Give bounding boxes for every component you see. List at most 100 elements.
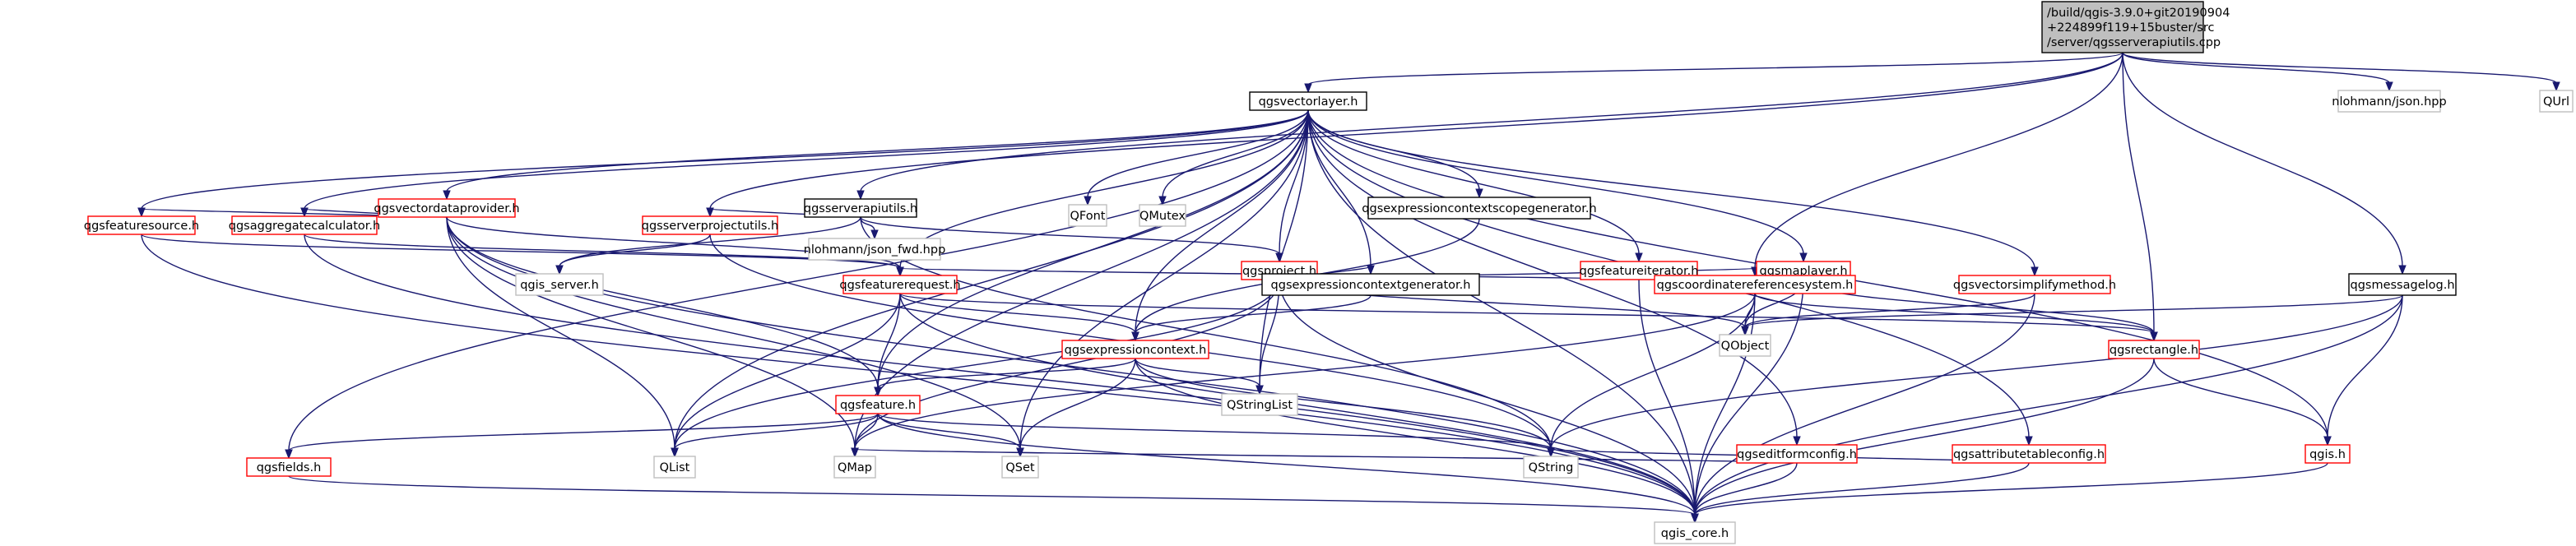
edge-line xyxy=(288,109,1309,451)
arrowhead-icon xyxy=(870,229,879,240)
node-box xyxy=(1068,204,1107,227)
edge-line xyxy=(1550,294,2403,450)
node-qfont: QFont xyxy=(1068,204,1107,227)
node-box xyxy=(246,457,332,477)
arrowhead-icon xyxy=(443,190,451,201)
node-box xyxy=(231,215,378,235)
edge-line xyxy=(1135,358,1552,450)
arrowhead-icon xyxy=(1547,447,1555,458)
node-qgsexprscopegen[interactable]: qgsexpressioncontextscopegenerator.h xyxy=(1362,197,1597,220)
node-qgsvectorlayer[interactable]: qgsvectorlayer.h xyxy=(1249,91,1367,111)
edge-line xyxy=(674,293,901,450)
node-box xyxy=(808,238,941,261)
arrowhead-icon xyxy=(137,207,146,218)
edge-line xyxy=(1694,462,1798,516)
edge-qgsproject-to-qlist xyxy=(671,279,1280,458)
arrowhead-icon xyxy=(2323,436,2332,447)
edge-line xyxy=(1279,279,1696,516)
node-box xyxy=(1736,444,1858,464)
node-qgsvectorsimplify[interactable]: qgsvectorsimplifymethod.h xyxy=(1953,275,2116,294)
node-qgsmessagelog[interactable]: qgsmessagelog.h xyxy=(2348,273,2457,296)
edge-root-to-qgsrectangle xyxy=(2122,52,2158,342)
node-box xyxy=(378,198,516,218)
node-label: nlohmann/json.hpp xyxy=(2332,95,2446,109)
edge-qgsfeature-to-qgsfields xyxy=(285,413,879,460)
edge-line xyxy=(1694,462,2328,516)
node-qgis_h[interactable]: qgis.h xyxy=(2304,444,2351,464)
node-qgseditformconfig[interactable]: qgseditformconfig.h xyxy=(1736,444,1858,464)
edge-line xyxy=(1754,52,2123,269)
node-label: qgsexpressioncontext.h xyxy=(1065,344,1207,357)
arrowhead-icon xyxy=(851,447,859,458)
edge-qgsvectorlayer-to-qgseditformconfig xyxy=(1307,109,1801,447)
node-label: qgsrectangle.h xyxy=(2110,344,2198,357)
edge-line xyxy=(1694,462,2030,516)
arrowhead-icon xyxy=(2398,265,2407,275)
node-qgsexprctxgen[interactable]: qgsexpressioncontextgenerator.h xyxy=(1261,273,1480,296)
arrowhead-icon xyxy=(1799,252,1808,263)
arrowhead-icon xyxy=(1475,188,1483,199)
arrowhead-icon xyxy=(2385,81,2393,92)
edge-line xyxy=(141,234,1696,516)
node-box xyxy=(1654,275,1856,294)
edge-line xyxy=(2122,52,2557,84)
edge-qgsfeature-to-qset xyxy=(877,413,1024,458)
edge-qgsvectorlayer-to-qgsmaplayer xyxy=(1307,109,1808,263)
arrowhead-icon xyxy=(874,386,882,397)
node-qgsserverprojectutils[interactable]: qgsserverprojectutils.h xyxy=(642,215,778,235)
edge-line xyxy=(1307,52,2123,86)
node-qgsfeature[interactable]: qgsfeature.h xyxy=(835,395,921,414)
node-qgsaggregatecalculator[interactable]: qgsaggregatecalculator.h xyxy=(229,215,380,235)
edge-line xyxy=(899,293,1136,334)
edge-line xyxy=(1019,109,1309,450)
edge-qgsmessagelog-to-qstring xyxy=(1547,294,2403,458)
node-qgsfeaturerequest[interactable]: qgsfeaturerequest.h xyxy=(839,275,961,294)
edge-root-to-qgsserverapiutils_h xyxy=(856,52,2123,201)
edge-qgsattrtableconfig-to-qgis_core xyxy=(1691,462,2030,524)
node-qgsfields[interactable]: qgsfields.h xyxy=(246,457,332,477)
node-label: qgis_server.h xyxy=(520,279,599,292)
node-qlist: QList xyxy=(653,456,696,479)
node-label: QObject xyxy=(1721,340,1770,353)
node-label: /server/qgsserverapiutils.cpp xyxy=(2047,36,2221,49)
edge-qgscrs-to-qstring xyxy=(1547,293,1756,458)
node-qgis_core: qgis_core.h xyxy=(1654,521,1736,544)
node-box xyxy=(842,275,958,294)
edge-qgsfields-to-qgis_core xyxy=(288,475,1699,524)
edge-line xyxy=(1638,279,1696,516)
node-qgsrectangle[interactable]: qgsrectangle.h xyxy=(2108,340,2200,359)
arrowhead-icon xyxy=(856,190,865,201)
node-box xyxy=(2108,340,2200,359)
node-qgsvectordataprovider[interactable]: qgsvectordataprovider.h xyxy=(374,198,520,218)
node-qgscrs[interactable]: qgscoordinatereferencesystem.h xyxy=(1654,275,1856,294)
edge-root-to-qgsserverprojectutils xyxy=(706,52,2123,218)
node-qmutex: QMutex xyxy=(1139,204,1186,227)
arrowhead-icon xyxy=(2025,436,2033,447)
edge-line xyxy=(141,234,901,269)
node-box xyxy=(2304,444,2351,464)
edge-line xyxy=(1744,294,2403,328)
edge-line xyxy=(1307,109,1696,516)
node-qgsfeaturesource[interactable]: qgsfeaturesource.h xyxy=(84,215,199,235)
edge-qgsfeature-to-qlist xyxy=(671,413,879,458)
edge-line xyxy=(877,413,1552,450)
edge-line xyxy=(304,234,1696,516)
node-box xyxy=(1654,521,1736,544)
edge-qgsvectorlayer-to-qgsfields xyxy=(285,109,1309,460)
arrowhead-icon xyxy=(1256,385,1264,396)
node-label: qgsfeatureiterator.h xyxy=(1580,265,1699,278)
node-qgsattrtableconfig[interactable]: qgsattributetableconfig.h xyxy=(1952,444,2106,464)
node-qgsexprctx[interactable]: qgsexpressioncontext.h xyxy=(1061,340,1209,359)
edge-layer xyxy=(137,52,2560,524)
edge-line xyxy=(899,109,1309,269)
node-nlohmann_json_fwd: nlohmann/json_fwd.hpp xyxy=(804,238,945,261)
edge-qgsserverprojectutils-to-qgis_server xyxy=(555,234,711,275)
edge-qgsvectorlayer-to-qgsvectordataprovider xyxy=(443,109,1309,201)
node-qmap: QMap xyxy=(833,456,876,479)
arrowhead-icon xyxy=(1741,326,1749,336)
edge-line xyxy=(854,413,879,450)
edge-line xyxy=(1744,293,2035,328)
node-qgsserverapiutils_h[interactable]: qgsserverapiutils.h xyxy=(804,198,917,218)
node-label: qgsserverprojectutils.h xyxy=(642,220,778,233)
edge-line xyxy=(860,216,1552,450)
